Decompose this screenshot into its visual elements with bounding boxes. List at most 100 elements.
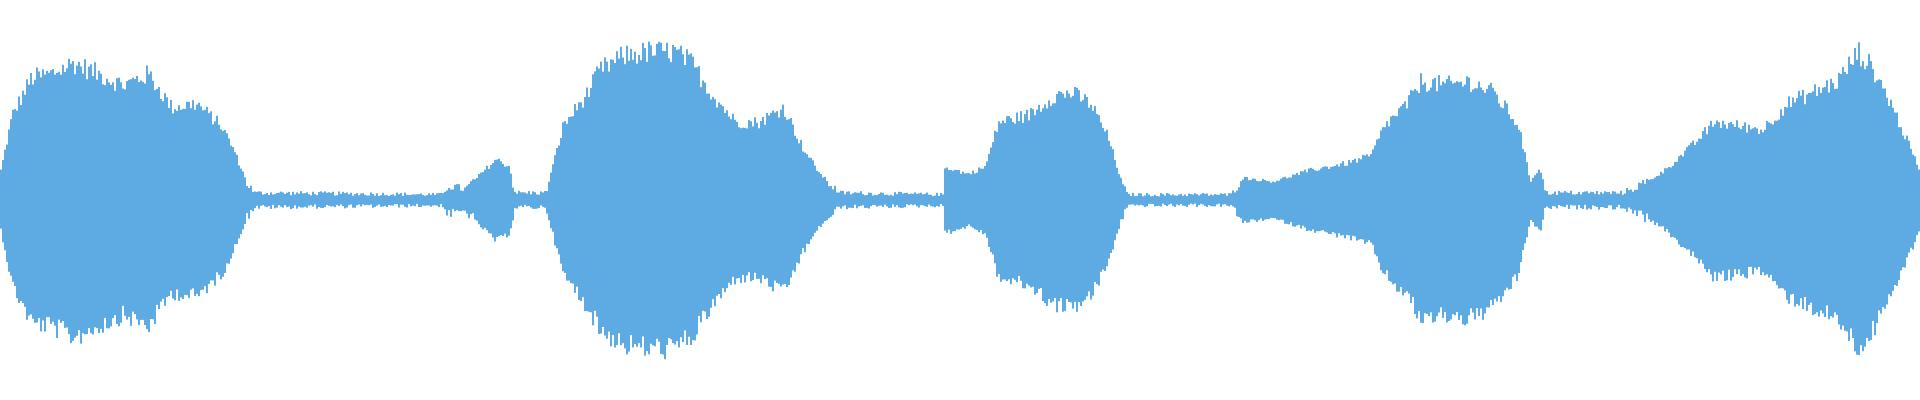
waveform-bar	[1162, 194, 1164, 204]
waveform-bar	[702, 80, 704, 311]
waveform-bar	[766, 112, 768, 279]
waveform-bar	[1576, 193, 1578, 210]
waveform-bar	[1656, 176, 1658, 223]
waveform-bar	[1214, 194, 1216, 207]
waveform-bar	[1446, 79, 1448, 323]
waveform-bar	[1186, 196, 1188, 207]
waveform-bar	[128, 79, 130, 317]
waveform-bar	[1210, 194, 1212, 207]
waveform-bar	[1590, 191, 1592, 210]
waveform-bar	[476, 177, 478, 221]
waveform-bar	[550, 172, 552, 229]
waveform-bar	[1836, 88, 1838, 315]
waveform-bar	[350, 192, 352, 205]
waveform-bar	[152, 80, 154, 320]
waveform-bar	[64, 71, 66, 328]
waveform-bar	[1618, 193, 1620, 205]
waveform-bar	[1420, 73, 1422, 323]
waveform-bar	[794, 135, 796, 272]
waveform-bar	[250, 185, 252, 211]
waveform-bar	[958, 170, 960, 230]
waveform-bar	[62, 64, 64, 322]
waveform-bar	[496, 159, 498, 237]
waveform-bar	[1142, 196, 1144, 206]
waveform-bar	[1602, 193, 1604, 208]
waveform-bar	[1842, 67, 1844, 326]
waveform-bar	[1036, 109, 1038, 293]
waveform-bar	[86, 79, 88, 335]
waveform-bar	[162, 101, 164, 299]
waveform-bar	[1500, 107, 1502, 303]
waveform-bar	[1252, 178, 1254, 220]
waveform-bar	[978, 167, 980, 233]
waveform-bar	[118, 77, 120, 327]
waveform-bar	[1310, 167, 1312, 232]
waveform-bar	[1148, 194, 1150, 204]
waveform-bar	[384, 195, 386, 206]
waveform-bar	[736, 121, 738, 279]
waveform-bar	[1374, 145, 1376, 255]
waveform-bar	[816, 170, 818, 231]
waveform-bar	[1152, 196, 1154, 205]
waveform-bar	[1588, 193, 1590, 209]
waveform-bar	[580, 102, 582, 302]
waveform-bar	[1634, 189, 1636, 211]
waveform-bar	[142, 81, 144, 320]
waveform-bar	[334, 195, 336, 208]
waveform-bar	[438, 193, 440, 208]
waveform-bar	[862, 194, 864, 206]
waveform-bar	[692, 56, 694, 341]
waveform-bar	[604, 57, 606, 336]
waveform-bar	[366, 195, 368, 205]
waveform-bar	[516, 193, 518, 209]
waveform-bar	[632, 59, 634, 348]
waveform-bar	[158, 87, 160, 310]
waveform-bar	[182, 108, 184, 300]
waveform-bar	[1356, 162, 1358, 241]
waveform-bar	[1326, 166, 1328, 233]
waveform-bar	[286, 192, 288, 208]
waveform-bar	[1272, 181, 1274, 219]
waveform-bar	[1206, 193, 1208, 208]
waveform-bar	[1694, 145, 1696, 258]
waveform-bar	[1880, 79, 1882, 314]
waveform-bar	[1872, 69, 1874, 321]
waveform-bar	[310, 195, 312, 206]
waveform-bar	[1518, 129, 1520, 273]
waveform-bar	[806, 154, 808, 244]
waveform-bar	[180, 109, 182, 298]
waveform-bar	[1062, 93, 1064, 312]
waveform-bar	[622, 57, 624, 344]
waveform-bar	[1594, 193, 1596, 207]
waveform-bar	[694, 67, 696, 341]
waveform-bar	[1170, 195, 1172, 204]
waveform-bar	[1490, 82, 1492, 300]
waveform-bar	[686, 49, 688, 345]
waveform-bar	[560, 137, 562, 264]
waveform-bar	[716, 107, 718, 296]
waveform-bar	[184, 108, 186, 295]
waveform-bar	[1012, 122, 1014, 279]
waveform-bar	[48, 72, 50, 318]
waveform-bar	[522, 192, 524, 208]
waveform-bar	[56, 72, 58, 339]
waveform-bar	[1414, 89, 1416, 315]
waveform-bar	[134, 78, 136, 315]
waveform-bar	[524, 192, 526, 205]
waveform-bar	[1728, 122, 1730, 270]
waveform-bar	[1816, 95, 1818, 313]
waveform-bar	[1160, 193, 1162, 207]
waveform-bar	[1748, 124, 1750, 267]
waveform-bar	[868, 192, 870, 209]
waveform-bar	[1874, 82, 1876, 336]
waveform-bar	[394, 195, 396, 205]
waveform-bar	[114, 90, 116, 316]
waveform-bar	[186, 101, 188, 296]
waveform-bar	[106, 78, 108, 329]
waveform-bar	[430, 194, 432, 207]
waveform-bar	[1084, 94, 1086, 300]
waveform-bar	[742, 127, 744, 275]
waveform-bar	[264, 194, 266, 207]
waveform-bar	[146, 65, 148, 330]
waveform-bar	[1832, 83, 1834, 318]
